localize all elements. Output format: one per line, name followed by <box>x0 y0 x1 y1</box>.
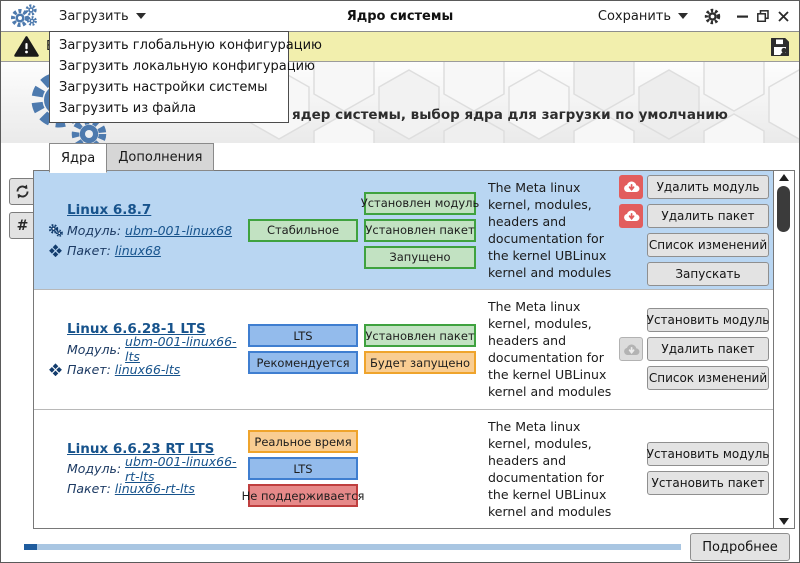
scrollbar-thumb[interactable] <box>777 186 790 232</box>
status-badge: LTS <box>248 457 358 481</box>
load-menu-button[interactable]: Загрузить <box>59 9 146 24</box>
scroll-down-icon[interactable] <box>774 518 794 525</box>
kernel-description: The Meta linux kernel, modules, headers … <box>488 299 612 400</box>
action-button[interactable]: Удалить модуль <box>647 174 769 199</box>
tab[interactable]: Ядра <box>49 143 108 173</box>
load-menu-item[interactable]: Загрузить глобальную конфигурацию <box>59 38 322 53</box>
kernel-row[interactable]: Linux 6.6.23 RT LTS Модуль: ubm-001-linu… <box>34 408 773 528</box>
kernel-info: Linux 6.8.7 Модуль: ubm-001-linux68 <box>48 201 248 259</box>
status-badge: LTS <box>248 324 358 348</box>
package-link[interactable]: linux66-rt-lts <box>114 481 195 497</box>
status-badge: Запущено <box>364 245 476 269</box>
status-badge: Будет запущено <box>364 351 476 375</box>
load-menu-label: Загрузить <box>59 8 129 24</box>
tab[interactable]: Дополнения <box>107 143 215 171</box>
close-button[interactable] <box>778 10 789 22</box>
chevron-down-icon <box>135 13 146 19</box>
scrollbar[interactable] <box>773 171 794 528</box>
package-label: Пакет: <box>67 361 111 377</box>
action-button[interactable]: Установить модуль <box>647 308 769 333</box>
status-badge: Рекомендуется <box>248 351 358 375</box>
status-badge: Установлен пакет <box>364 324 476 348</box>
remove-cloud-icon[interactable] <box>619 174 643 199</box>
remove-cloud-icon[interactable] <box>619 203 643 228</box>
status-badge: Реальное время <box>248 430 358 454</box>
details-button[interactable]: Подробнее <box>690 533 790 561</box>
kernel-description: The Meta linux kernel, modules, headers … <box>488 180 612 281</box>
package-label: Пакет: <box>67 242 111 258</box>
kernel-panel: Linux 6.8.7 Модуль: ubm-001-linux68 <box>33 170 795 529</box>
module-link[interactable]: ubm-001-linux66-lts <box>125 334 237 365</box>
kernel-title-link[interactable]: Linux 6.6.28-1 LTS <box>67 321 206 338</box>
hash-icon: # <box>16 217 29 234</box>
package-label: Пакет: <box>67 481 111 497</box>
titlebar: Загрузить Ядро системы Сохранить <box>1 1 799 32</box>
warning-triangle-icon <box>14 36 39 57</box>
chevron-down-icon <box>678 13 688 19</box>
load-menu-item[interactable]: Загрузить локальную конфигурацию <box>59 59 315 74</box>
status-badge: Стабильное <box>248 218 358 242</box>
kernel-info: Linux 6.6.28-1 LTS Модуль: ubm-001-linux… <box>48 320 248 378</box>
package-icon <box>48 244 63 257</box>
kernel-list: Linux 6.8.7 Модуль: ubm-001-linux68 <box>34 171 773 528</box>
kernel-row[interactable]: Linux 6.8.7 Модуль: ubm-001-linux68 <box>34 171 773 290</box>
action-button[interactable]: Удалить пакет <box>647 203 769 228</box>
status-badge: Установлен пакет <box>364 218 476 242</box>
action-button[interactable]: Запускать <box>647 261 769 286</box>
kernel-description: The Meta linux kernel, modules, headers … <box>488 418 612 519</box>
app-gears-logo-icon <box>10 3 40 29</box>
package-link[interactable]: linux68 <box>114 242 161 258</box>
save-config-icon[interactable] <box>769 36 791 58</box>
status-badge: Установлен модуль <box>361 191 479 215</box>
hash-button[interactable]: # <box>9 212 36 239</box>
load-menu-item[interactable]: Загрузить настройки системы <box>59 80 268 95</box>
action-button[interactable]: Список изменений <box>647 366 769 391</box>
module-link[interactable]: ubm-001-linux68 <box>125 222 233 238</box>
status-badge: Не поддерживается <box>242 484 364 508</box>
kernel-title-link[interactable]: Linux 6.8.7 <box>67 202 152 219</box>
save-menu-button[interactable]: Сохранить <box>598 9 688 24</box>
progress-fill <box>24 544 38 550</box>
package-icon <box>48 363 63 376</box>
action-button[interactable]: Установить модуль <box>647 442 769 467</box>
refresh-icon <box>16 184 29 199</box>
maximize-button[interactable] <box>757 10 769 22</box>
save-menu-label: Сохранить <box>597 8 671 24</box>
module-link[interactable]: ubm-001-linux66-rt-lts <box>125 453 237 484</box>
refresh-button[interactable] <box>9 178 36 205</box>
load-menu-item[interactable]: Загрузить из файла <box>59 101 197 116</box>
status-badges-primary: LTS Рекомендуется <box>248 324 364 375</box>
kernel-row[interactable]: Linux 6.6.28-1 LTS Модуль: ubm-001-linux… <box>34 289 773 409</box>
module-label: Модуль: <box>67 341 122 357</box>
module-label: Модуль: <box>67 222 122 238</box>
minimize-button[interactable] <box>737 11 748 22</box>
package-link[interactable]: linux66-lts <box>114 361 181 377</box>
action-button[interactable]: Удалить пакет <box>647 337 769 362</box>
status-badges-primary: Стабильное <box>248 218 364 242</box>
cloud-download-icon[interactable] <box>619 337 643 362</box>
kernel-info: Linux 6.6.23 RT LTS Модуль: ubm-001-linu… <box>48 440 248 498</box>
action-button[interactable]: Список изменений <box>647 232 769 257</box>
module-gears-icon <box>48 223 63 237</box>
kernel-title-link[interactable]: Linux 6.6.23 RT LTS <box>67 440 215 457</box>
module-label: Модуль: <box>67 461 122 477</box>
settings-gear-icon[interactable] <box>703 7 722 26</box>
action-button[interactable]: Установить пакет <box>647 471 769 496</box>
scroll-up-icon[interactable] <box>774 174 794 181</box>
progress-bar <box>24 544 681 550</box>
hexagon-pattern <box>248 62 799 143</box>
